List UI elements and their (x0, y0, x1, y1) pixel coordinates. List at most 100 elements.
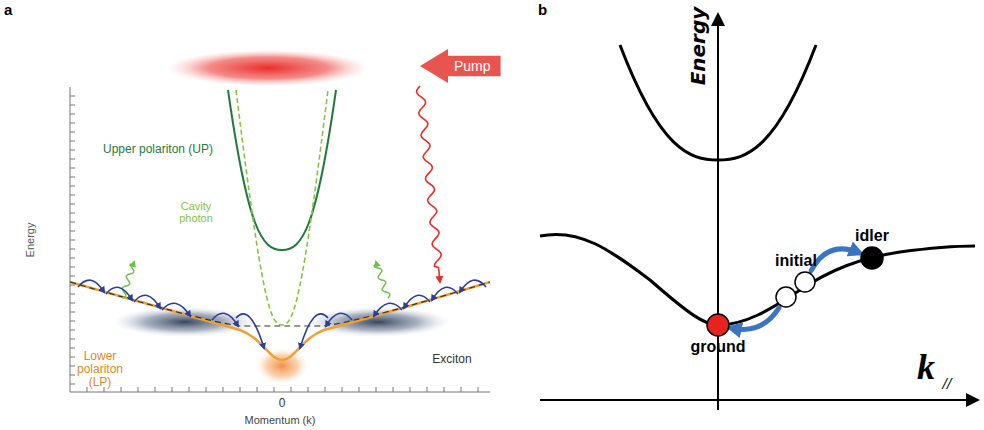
tick (70, 231, 75, 232)
state-circle (776, 287, 796, 307)
state-circle (707, 314, 729, 336)
tick (70, 132, 75, 133)
tick (70, 258, 75, 259)
wavy-arrow (374, 262, 390, 298)
scatter-arrow (78, 280, 104, 292)
tick (70, 357, 75, 358)
initial-states: initial (774, 252, 818, 310)
tick (70, 267, 75, 268)
tick (121, 387, 122, 392)
wavy-arrow (417, 86, 442, 282)
tick (70, 321, 75, 322)
tick (70, 114, 75, 115)
text-label: Energy (687, 7, 709, 86)
state-circle: ground (690, 312, 745, 356)
tick (223, 387, 224, 392)
tick (325, 387, 326, 392)
tick (70, 150, 75, 151)
scatter-arrow (212, 313, 238, 326)
tick (70, 348, 75, 349)
transition-arrow (732, 308, 779, 330)
tick (461, 387, 462, 392)
tick (70, 384, 75, 385)
tick (70, 285, 75, 286)
tick (393, 387, 394, 392)
tick (70, 312, 75, 313)
tick (70, 294, 75, 295)
scatter-arrow (326, 313, 352, 326)
tick (70, 213, 75, 214)
text-label: b (538, 2, 547, 19)
tick (359, 387, 360, 392)
tick (478, 387, 479, 392)
node-label: initial (775, 252, 817, 270)
scatter-arrow (460, 280, 486, 292)
scatter-arrow (106, 287, 132, 300)
tick (240, 387, 241, 392)
tick (87, 387, 88, 392)
tick (410, 387, 411, 392)
tick (172, 387, 173, 392)
tick (70, 240, 75, 241)
scatter-arrow (404, 295, 430, 308)
tick (70, 159, 75, 160)
tick (70, 330, 75, 331)
scatter-arrow (374, 303, 402, 316)
tick (70, 222, 75, 223)
node-label: idler (855, 227, 889, 245)
text-label: Cavity photon (172, 200, 220, 224)
tick (308, 387, 309, 392)
tick (427, 387, 428, 392)
tick (70, 177, 75, 178)
text-label: a (4, 2, 12, 19)
scatter-arrow (432, 287, 458, 300)
text-label: Energy (24, 223, 36, 258)
circle-shape (774, 270, 818, 310)
tick (70, 303, 75, 304)
tick (70, 249, 75, 250)
text-label: Exciton (432, 353, 471, 366)
scatter-arrow (134, 295, 160, 308)
tick (70, 276, 75, 277)
tick (70, 96, 75, 97)
text-label: Lower polariton (LP) (65, 350, 135, 390)
tick (70, 105, 75, 106)
tick (376, 387, 377, 392)
text-label: Upper polariton (UP) (103, 143, 213, 156)
tick (138, 387, 139, 392)
state-circle: idler (855, 227, 889, 271)
circle-shape (705, 312, 731, 338)
state-circle (795, 272, 815, 292)
text-label: k (917, 348, 935, 388)
wavy-arrow (122, 262, 134, 298)
tick (70, 204, 75, 205)
tick (189, 387, 190, 392)
text-label: Momentum (k) (245, 414, 316, 426)
tick (291, 387, 292, 392)
tick (70, 123, 75, 124)
node-label: ground (690, 338, 745, 356)
tick (257, 387, 258, 392)
tick (70, 195, 75, 196)
tick (342, 387, 343, 392)
tick (70, 375, 75, 376)
tick (155, 387, 156, 392)
tick (70, 339, 75, 340)
arrow-body (420, 49, 501, 83)
pump-arrow: Pump (420, 49, 501, 83)
tick (274, 387, 275, 392)
scatter-arrow (236, 314, 264, 348)
node-label: Pump (454, 58, 491, 74)
transition-arrow (811, 249, 859, 271)
tick (70, 141, 75, 142)
tick (70, 366, 75, 367)
text-label: 0 (279, 397, 286, 410)
tick (206, 387, 207, 392)
text-label: // (943, 375, 952, 393)
tick (70, 168, 75, 169)
state-circle (861, 247, 883, 269)
scatter-arrow (300, 314, 328, 348)
tick (444, 387, 445, 392)
circle-shape (859, 245, 885, 271)
scatter-arrow (162, 303, 190, 316)
